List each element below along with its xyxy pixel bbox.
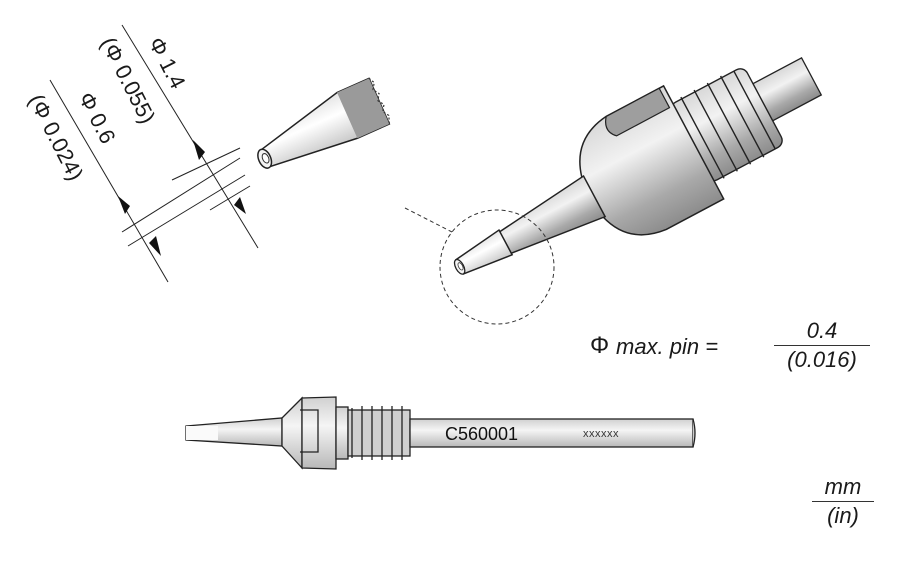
nozzle-side-view — [185, 396, 696, 470]
detail-callout-leader — [404, 207, 453, 233]
max-pin-value: 0.4 (0.016) — [774, 318, 870, 373]
batch-code-label: xxxxxx — [583, 428, 619, 440]
max-pin-mm: 0.4 — [774, 318, 870, 346]
nozzle-3d-illustration — [404, 56, 823, 325]
dimension-arrows — [118, 140, 246, 256]
max-pin-label: max. pin = — [616, 334, 719, 359]
units-primary: mm — [812, 474, 874, 502]
diameter-symbol: Φ — [590, 332, 610, 359]
dimension-lines — [49, 24, 259, 283]
units-legend: mm (in) — [812, 474, 874, 529]
tip-detail-illustration — [257, 77, 391, 169]
units-secondary: (in) — [827, 503, 859, 528]
detail-callout-circle — [439, 209, 555, 325]
part-number-label: C560001 — [445, 424, 519, 444]
max-pin-in: (0.016) — [787, 347, 857, 372]
